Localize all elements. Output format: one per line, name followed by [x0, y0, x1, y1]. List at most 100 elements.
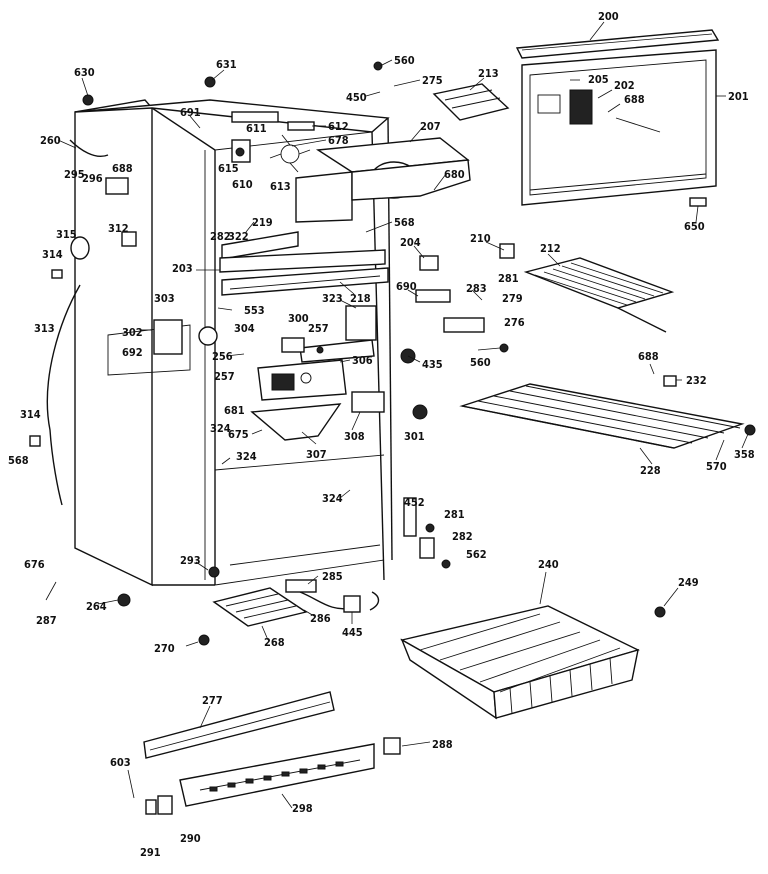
part-label: 303	[154, 292, 175, 305]
part-label: 307	[306, 448, 327, 461]
part-label: 240	[538, 558, 559, 571]
kickplate-upper	[143, 691, 335, 759]
part-label: 260	[40, 134, 61, 147]
part-label: 306	[352, 354, 373, 367]
part-label: 275	[422, 74, 443, 87]
part-labels: 200 201 202 205 688 650 213 275 560 450 …	[8, 10, 755, 859]
part-label: 287	[36, 614, 57, 627]
part-label: 288	[432, 738, 453, 751]
part-label: 293	[180, 554, 201, 567]
part-label: 256	[212, 350, 233, 363]
part-label: 691	[180, 106, 201, 119]
part-label: 450	[346, 91, 367, 104]
part-label: 285	[322, 570, 343, 583]
part-label: 257	[308, 322, 329, 335]
part-label: 314	[42, 248, 63, 261]
part-label: 279	[502, 292, 523, 305]
part-label: 205	[588, 73, 609, 86]
part-label: 291	[140, 846, 161, 859]
wire-shelf-lower	[459, 383, 745, 449]
part-label: 323	[322, 292, 343, 305]
part-label: 681	[224, 404, 245, 417]
part-label: 268	[264, 636, 285, 649]
part-label: 358	[734, 448, 755, 461]
part-label: 218	[350, 292, 371, 305]
part-label: 264	[86, 600, 107, 613]
part-label: 324	[210, 422, 231, 435]
part-label: 304	[234, 322, 255, 335]
part-label: 200	[598, 10, 619, 23]
leader-lines	[45, 21, 749, 809]
part-label: 300	[288, 312, 309, 325]
part-label: 650	[684, 220, 705, 233]
part-label: 202	[614, 79, 635, 92]
part-label: 562	[466, 548, 487, 561]
part-label: 610	[232, 178, 253, 191]
part-label: 207	[420, 120, 441, 133]
part-label: 283	[466, 282, 487, 295]
part-label: 301	[404, 430, 425, 443]
part-label: 204	[400, 236, 421, 249]
part-label: 445	[342, 626, 363, 639]
part-label: 630	[74, 66, 95, 79]
part-label: 603	[110, 756, 131, 769]
part-label: 675	[228, 428, 249, 441]
part-label: 568	[394, 216, 415, 229]
part-label: 678	[328, 134, 349, 147]
part-label: 219	[252, 216, 273, 229]
part-label: 295	[64, 168, 85, 181]
part-label: 690	[396, 280, 417, 293]
part-label: 290	[180, 832, 201, 845]
part-label: 228	[640, 464, 661, 477]
kickplate-lower	[179, 743, 375, 807]
part-label: 296	[82, 172, 103, 185]
part-label: 201	[728, 90, 749, 103]
part-label: 315	[56, 228, 77, 241]
part-label: 324	[322, 492, 343, 505]
part-label: 277	[202, 694, 223, 707]
part-label: 435	[422, 358, 443, 371]
part-label: 688	[112, 162, 133, 175]
part-label: 560	[470, 356, 491, 369]
part-label: 611	[246, 122, 267, 135]
part-label: 312	[108, 222, 129, 235]
light-shield	[250, 403, 342, 441]
part-label: 322	[228, 230, 249, 243]
baffles	[219, 231, 389, 296]
cabinet	[74, 99, 393, 587]
part-label: 212	[540, 242, 561, 255]
part-label: 324	[236, 450, 257, 463]
part-label: 276	[504, 316, 525, 329]
part-label: 270	[154, 642, 175, 655]
part-label: 560	[394, 54, 415, 67]
part-label: 314	[20, 408, 41, 421]
part-label: 631	[216, 58, 237, 71]
part-label: 281	[498, 272, 519, 285]
wire-shelf-upper	[523, 257, 675, 333]
part-label: 213	[478, 67, 499, 80]
part-label: 281	[444, 508, 465, 521]
part-label: 612	[328, 120, 349, 133]
door-liner	[515, 29, 720, 206]
part-label: 688	[638, 350, 659, 363]
part-label: 615	[218, 162, 239, 175]
part-label: 568	[8, 454, 29, 467]
part-label: 286	[310, 612, 331, 625]
part-label: 680	[444, 168, 465, 181]
part-label: 613	[270, 180, 291, 193]
part-label: 302	[122, 326, 143, 339]
fan-motor	[231, 111, 315, 173]
drain-pan	[212, 587, 308, 627]
part-label: 313	[34, 322, 55, 335]
part-label: 282	[210, 230, 231, 243]
part-label: 257	[214, 370, 235, 383]
part-label: 232	[686, 374, 707, 387]
ice-tray	[432, 83, 510, 121]
part-label: 553	[244, 304, 265, 317]
part-label: 570	[706, 460, 727, 473]
part-label: 692	[122, 346, 143, 359]
evaporator-assembly	[295, 137, 471, 223]
part-label: 298	[292, 802, 313, 815]
part-label: 249	[678, 576, 699, 589]
